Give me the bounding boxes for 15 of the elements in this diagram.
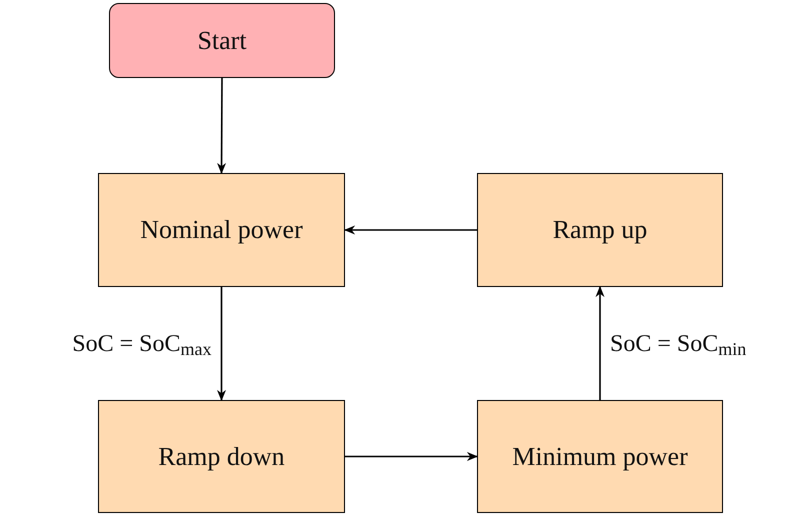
arrow xyxy=(344,226,477,234)
arrow xyxy=(345,452,478,461)
start-box xyxy=(109,3,335,78)
node-label: Ramp down xyxy=(158,442,285,472)
node-label: Start xyxy=(197,26,247,56)
state-box xyxy=(98,400,345,513)
state-box xyxy=(98,173,345,287)
node-label: Minimum power xyxy=(512,442,688,472)
node-label: Nominal power xyxy=(140,215,303,245)
node-label: Ramp up xyxy=(552,215,648,245)
state-box xyxy=(477,400,723,513)
arrow xyxy=(217,287,226,402)
state-box xyxy=(477,173,723,287)
arrow xyxy=(217,78,226,174)
arrow xyxy=(596,286,604,400)
